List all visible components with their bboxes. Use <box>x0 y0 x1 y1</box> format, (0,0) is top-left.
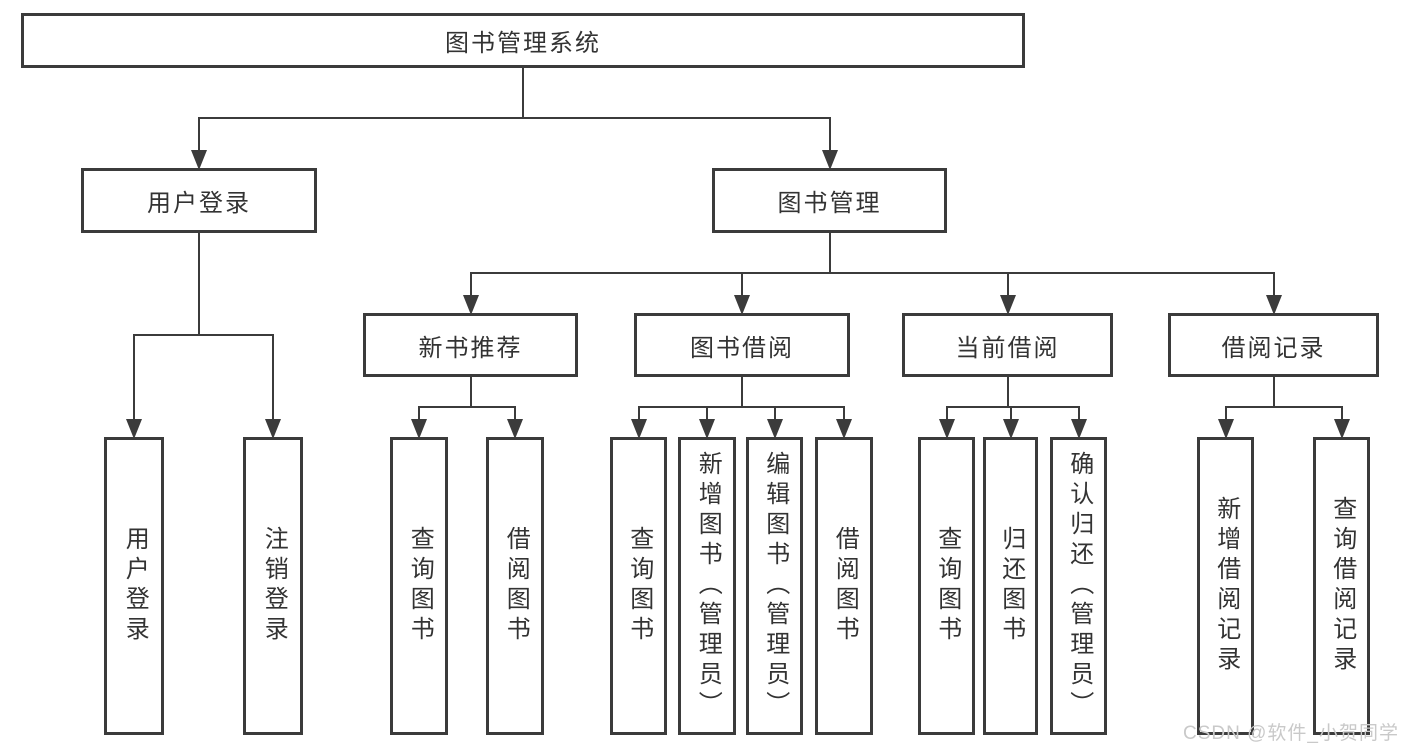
node-label: 用户登录 <box>147 190 251 217</box>
connector-drop <box>1078 407 1080 421</box>
arrowhead-down-icon <box>1000 295 1016 315</box>
node-label: 新书推荐 <box>418 334 523 362</box>
node-leaf-nr-borrow: 借阅图书 <box>486 437 544 735</box>
connector-drop <box>1341 407 1343 421</box>
node-book-mgmt: 图书管理 <box>712 168 947 233</box>
connector-rail <box>198 117 831 119</box>
node-label: 借阅记录 <box>1221 334 1326 362</box>
arrowhead-down-icon <box>1218 419 1234 439</box>
node-leaf-b-add: 新增图书（管理员） <box>678 437 736 735</box>
node-records: 借阅记录 <box>1168 313 1379 377</box>
node-label: 图书借阅 <box>690 334 794 362</box>
arrowhead-down-icon <box>939 419 955 439</box>
node-leaf-b-query: 查询图书 <box>610 437 667 735</box>
node-leaf-b-borrow: 借阅图书 <box>815 437 873 735</box>
arrowhead-down-icon <box>411 419 427 439</box>
node-label: 新增借阅记录 <box>1212 496 1240 676</box>
node-root: 图书管理系统 <box>21 13 1025 68</box>
connector-stem <box>470 377 472 408</box>
connector-drop <box>843 407 845 421</box>
node-new-rec: 新书推荐 <box>363 313 578 377</box>
connector-rail <box>470 272 1275 274</box>
node-label: 借阅图书 <box>502 526 530 646</box>
node-label: 查询图书 <box>406 526 434 646</box>
connector-stem <box>198 233 200 336</box>
connector-rail <box>946 406 1080 408</box>
connector-rail <box>133 334 274 336</box>
node-label: 确认归还（管理员） <box>1065 451 1093 721</box>
connector-drop <box>706 407 708 421</box>
node-leaf-c-query: 查询图书 <box>918 437 975 735</box>
arrowhead-down-icon <box>699 419 715 439</box>
connector-stem <box>522 68 524 119</box>
node-label: 当前借阅 <box>955 334 1060 362</box>
node-leaf-b-edit: 编辑图书（管理员） <box>746 437 803 735</box>
connector-drop <box>638 407 640 421</box>
connector-drop <box>946 407 948 421</box>
connector-drop <box>1273 273 1275 297</box>
connector-stem <box>741 377 743 408</box>
arrowhead-down-icon <box>631 419 647 439</box>
node-leaf-logout: 注销登录 <box>243 437 303 735</box>
node-label: 新增图书（管理员） <box>694 451 722 721</box>
node-label: 图书管理系统 <box>445 30 601 57</box>
arrowhead-down-icon <box>822 150 838 170</box>
connector-rail <box>1225 406 1343 408</box>
connector-drop <box>1225 407 1227 421</box>
connector-drop <box>1007 273 1009 297</box>
arrowhead-down-icon <box>507 419 523 439</box>
arrowhead-down-icon <box>463 295 479 315</box>
arrowhead-down-icon <box>1266 295 1282 315</box>
node-leaf-login: 用户登录 <box>104 437 164 735</box>
node-label: 查询图书 <box>625 526 653 646</box>
node-leaf-r-query: 查询借阅记录 <box>1313 437 1370 735</box>
arrowhead-down-icon <box>126 419 142 439</box>
node-user-login: 用户登录 <box>81 168 317 233</box>
connector-rail <box>418 406 516 408</box>
connector-drop <box>198 118 200 152</box>
node-label: 图书管理 <box>777 190 882 217</box>
node-label: 用户登录 <box>121 526 149 646</box>
arrowhead-down-icon <box>767 419 783 439</box>
arrowhead-down-icon <box>1071 419 1087 439</box>
node-leaf-c-confirm: 确认归还（管理员） <box>1050 437 1107 735</box>
node-leaf-nr-query: 查询图书 <box>390 437 448 735</box>
connector-stem <box>829 233 831 274</box>
connector-stem <box>1273 377 1275 408</box>
node-label: 查询借阅记录 <box>1328 496 1356 676</box>
arrowhead-down-icon <box>1003 419 1019 439</box>
connector-drop <box>272 335 274 421</box>
node-borrow: 图书借阅 <box>634 313 850 377</box>
node-current: 当前借阅 <box>902 313 1113 377</box>
arrowhead-down-icon <box>836 419 852 439</box>
node-label: 查询图书 <box>933 526 961 646</box>
arrowhead-down-icon <box>1334 419 1350 439</box>
connector-drop <box>470 273 472 297</box>
node-label: 借阅图书 <box>831 526 859 646</box>
connector-drop <box>1010 407 1012 421</box>
connector-rail <box>638 406 845 408</box>
connector-drop <box>774 407 776 421</box>
arrowhead-down-icon <box>191 150 207 170</box>
node-label: 归还图书 <box>997 526 1025 646</box>
connector-drop <box>829 118 831 152</box>
node-leaf-r-add: 新增借阅记录 <box>1197 437 1254 735</box>
node-leaf-c-return: 归还图书 <box>983 437 1038 735</box>
arrowhead-down-icon <box>734 295 750 315</box>
arrowhead-down-icon <box>265 419 281 439</box>
node-label: 注销登录 <box>260 526 288 646</box>
node-label: 编辑图书（管理员） <box>761 451 789 721</box>
connector-drop <box>741 273 743 297</box>
connector-stem <box>1007 377 1009 408</box>
connector-drop <box>514 407 516 421</box>
connector-drop <box>418 407 420 421</box>
connector-drop <box>133 335 135 421</box>
